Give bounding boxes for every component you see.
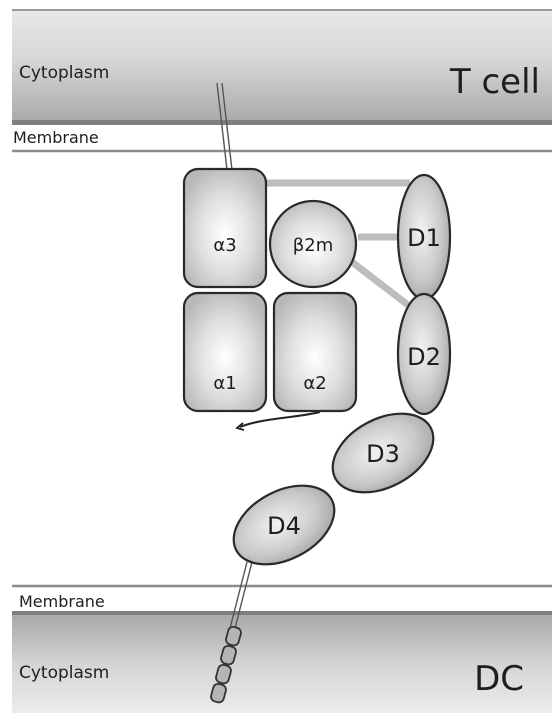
cd4-cytoplasmic-tail [210,625,242,704]
alpha2-label: α2 [303,373,326,394]
mhc-transmembrane-stem [216,82,233,171]
top-membrane-label: Membrane [13,128,99,147]
d4-label: D4 [267,512,301,540]
peptide-groove-arrow [239,411,321,428]
top-cytoplasm-label: Cytoplasm [19,63,109,83]
alpha1-label: α1 [213,373,236,394]
d3-domain [331,412,435,494]
b2m-domain [268,199,358,289]
dc-label: DC [474,659,524,699]
d3-label: D3 [366,440,400,468]
alpha1-domain [182,291,268,413]
arrow-head [235,422,245,431]
d2-domain [396,292,452,416]
d1-label: D1 [407,224,441,252]
alpha2-domain [272,291,358,413]
alpha3-label: α3 [213,235,236,256]
alpha3-domain [182,167,268,289]
bottom-membrane-label: Membrane [19,592,105,611]
t-cell-label: T cell [449,62,540,102]
d4-domain [232,484,336,566]
contact-connectors [264,179,411,308]
b2m-label: β2m [293,235,333,256]
dc-cytoplasm-band [12,611,552,713]
d2-label: D2 [407,343,441,371]
bottom-cytoplasm-label: Cytoplasm [19,663,109,683]
t-cell-cytoplasm-band [0,0,552,125]
